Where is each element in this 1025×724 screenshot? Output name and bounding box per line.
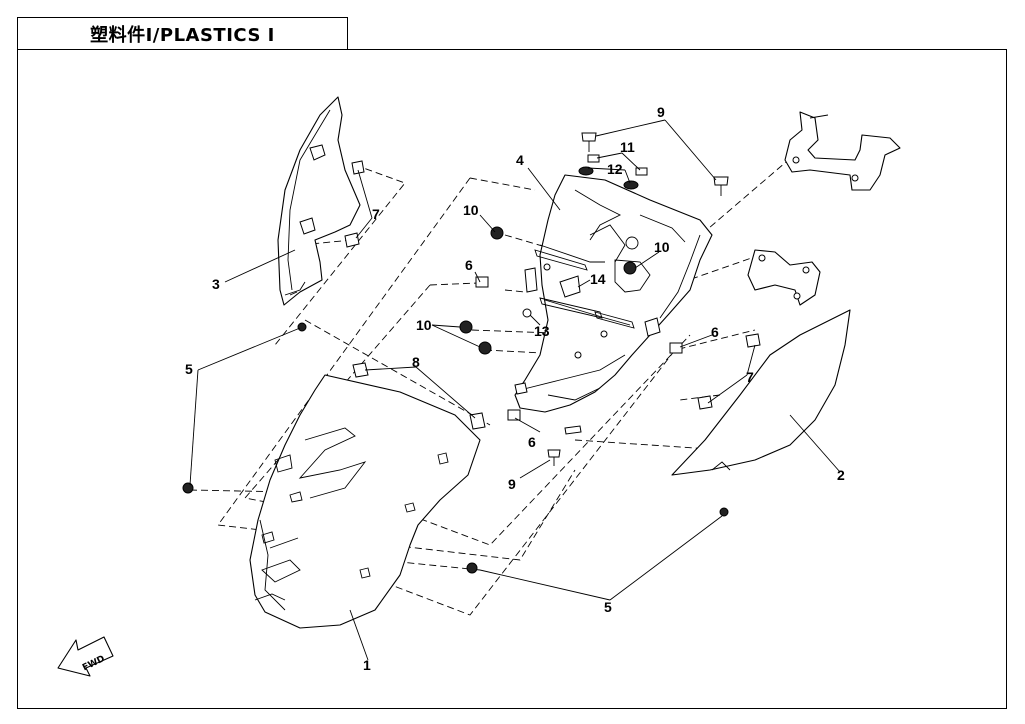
callout-4: 4 xyxy=(516,152,524,168)
callout-3: 3 xyxy=(212,276,220,292)
callout-6-left: 6 xyxy=(465,257,473,273)
callout-13: 13 xyxy=(534,323,550,339)
callout-2: 2 xyxy=(837,467,845,483)
callout-12: 12 xyxy=(607,161,623,177)
callout-9-top: 9 xyxy=(657,104,665,120)
callout-6-bottom: 6 xyxy=(528,434,536,450)
fwd-direction-arrow: FWD xyxy=(57,636,114,677)
callout-9-bottom: 9 xyxy=(508,476,516,492)
callout-5-bottom: 5 xyxy=(604,599,612,615)
leader-lines xyxy=(189,119,841,661)
arrow-left-icon xyxy=(57,636,114,677)
callout-10-right: 10 xyxy=(654,239,670,255)
page-title: 塑料件Ⅰ/PLASTICS Ⅰ xyxy=(90,24,275,46)
fasteners xyxy=(182,132,761,574)
callout-11: 11 xyxy=(620,139,635,155)
callout-6-right: 6 xyxy=(711,324,719,340)
mounting-brackets xyxy=(747,111,901,306)
callout-10-top: 10 xyxy=(463,202,479,218)
callout-5-left: 5 xyxy=(185,361,193,377)
part-1-front-fairing xyxy=(249,374,481,629)
callout-7-right: 7 xyxy=(746,369,754,385)
callout-10-left: 10 xyxy=(416,317,432,333)
callout-1: 1 xyxy=(363,657,371,673)
title-box: 塑料件Ⅰ/PLASTICS Ⅰ xyxy=(17,17,348,50)
part-4-inner-panel xyxy=(514,174,713,413)
callout-14: 14 xyxy=(590,271,606,287)
callout-labels: 1 2 3 4 5 5 6 6 6 7 7 8 9 9 10 10 10 11 … xyxy=(185,104,845,673)
callout-8: 8 xyxy=(412,354,420,370)
drawing-frame xyxy=(17,49,1007,709)
callout-7-left: 7 xyxy=(372,206,380,222)
part-2-right-side-panel xyxy=(671,309,851,476)
part-3-left-side-panel xyxy=(277,96,361,306)
